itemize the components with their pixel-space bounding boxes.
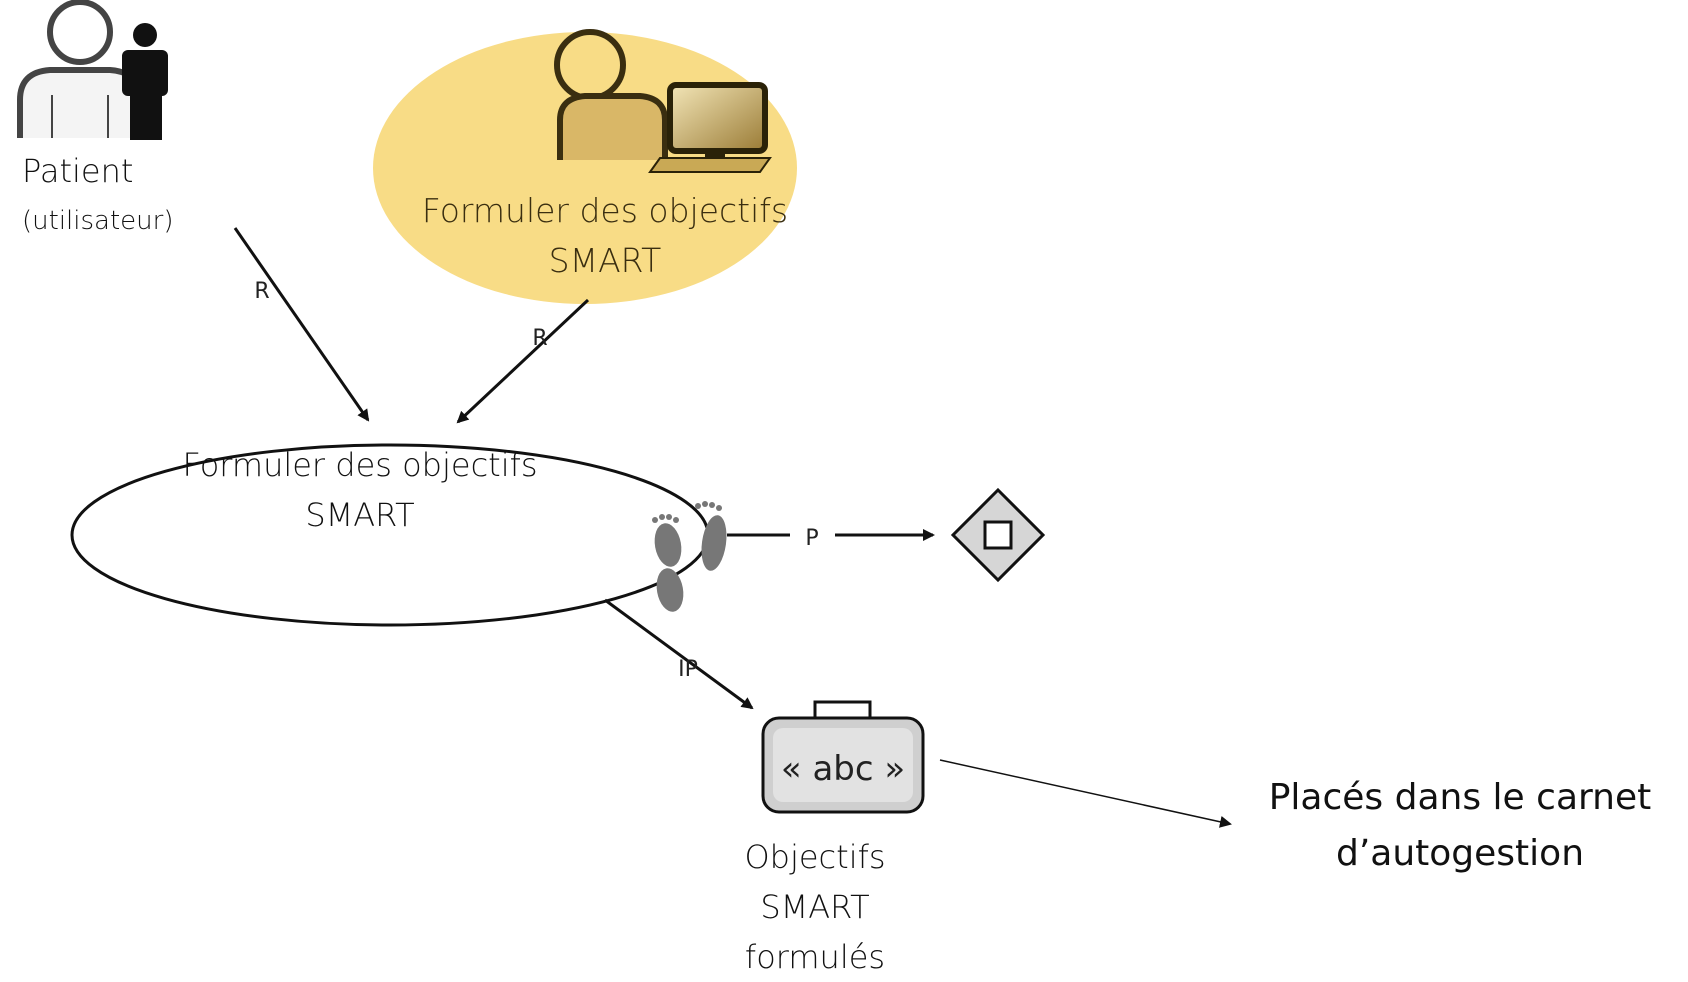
- user-at-computer-icon: [554, 29, 772, 173]
- edge-patient-activity: [233, 227, 370, 422]
- output-icon-text: « abc »: [781, 749, 905, 789]
- document-template-icon: [761, 700, 925, 814]
- stop-diamond-icon: [950, 487, 1046, 583]
- footsteps-icon: [652, 501, 727, 612]
- edge-label-tool: R: [532, 326, 547, 351]
- edge-label-p: P: [805, 526, 818, 551]
- tool-label: Formuler des objectifs SMART: [421, 191, 789, 280]
- destination-label: Placés dans le carnet d’autogestion: [1268, 777, 1652, 874]
- edge-label-ip: IP: [678, 657, 698, 682]
- edge-tool-activity: [456, 298, 590, 424]
- activity-label: Formuler des objectifs SMART: [182, 446, 538, 534]
- edge-output-destination: [939, 759, 1232, 828]
- edge-label-patient: R: [254, 279, 269, 304]
- edge-activity-output: [604, 598, 754, 710]
- patient-icon: [17, 0, 168, 140]
- patient-label: Patient: [22, 152, 134, 190]
- patient-sublabel: (utilisateur): [22, 206, 174, 236]
- output-label: Objectifs SMART formulés: [744, 838, 886, 976]
